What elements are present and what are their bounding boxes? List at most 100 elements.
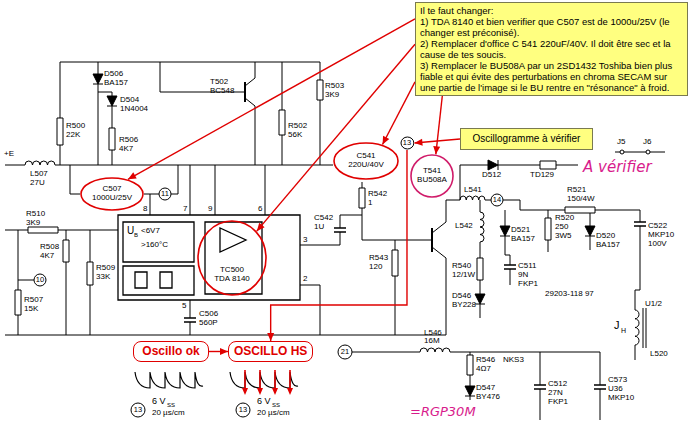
- test-point-circle: [491, 194, 503, 206]
- node-heading: C507: [102, 185, 121, 194]
- handwritten-note: =RGP30M: [410, 405, 476, 418]
- component-label: 4K7: [119, 145, 133, 153]
- waveform-spike-head: [242, 388, 293, 395]
- arrow-head: [414, 139, 422, 146]
- component-label: R503: [325, 82, 344, 90]
- node-text: 1) TDA 8140 et bien verifier que C507 es…: [420, 16, 683, 38]
- component-label: R520: [555, 214, 574, 222]
- component-label: R508: [40, 243, 59, 251]
- arrow-head: [257, 223, 265, 231]
- component-label: H: [621, 327, 626, 334]
- component-label: R507: [24, 296, 43, 304]
- component-label: BA157: [511, 235, 535, 243]
- component-label: 27U: [30, 179, 45, 187]
- waveform-spike: [245, 370, 290, 390]
- component-label: J6: [643, 138, 651, 146]
- component-label: D512: [482, 171, 501, 179]
- circle-outline: [334, 143, 398, 179]
- component-label: 100V: [648, 240, 667, 248]
- component-label: TD129: [530, 171, 554, 179]
- component-label: BY476: [476, 393, 500, 401]
- component-label: J5: [617, 138, 625, 146]
- wire: [5, 62, 665, 420]
- arrow-head: [128, 172, 137, 179]
- circle-outline: [198, 221, 266, 295]
- component-label: D504: [120, 96, 139, 104]
- component-label: 4Ω7: [476, 365, 491, 373]
- component-label: T502: [210, 78, 228, 86]
- component-label: 1U: [314, 223, 324, 231]
- component-label: R540: [452, 262, 471, 270]
- test-point-circle: [338, 345, 352, 359]
- ic-outline: [118, 215, 300, 300]
- component-label: 27N: [548, 389, 563, 397]
- component-label: <6V7: [141, 227, 160, 235]
- component-label: L546: [424, 329, 442, 337]
- callout-line: [271, 150, 407, 341]
- arrow-head: [267, 333, 274, 341]
- callout-line: [257, 44, 415, 231]
- component-label: MKP10: [648, 231, 674, 239]
- callout-arrow: [414, 139, 460, 146]
- node-text: TDA 8140: [214, 275, 250, 284]
- node-heading: T541: [423, 167, 441, 176]
- status-box: OSCILLO HS: [228, 341, 313, 362]
- waveform-ok: [135, 372, 203, 388]
- component-label: 29203-118 97: [545, 290, 594, 298]
- test-point-circle: [131, 403, 145, 417]
- node-text: Oscillo ok: [142, 344, 199, 358]
- component-label: R509: [96, 264, 115, 272]
- component-label: 6 V: [152, 397, 166, 406]
- component-label: 2: [303, 275, 307, 283]
- component-label: FKP1: [518, 280, 538, 288]
- component-label: 9N: [518, 271, 528, 279]
- component-label: 15K: [24, 305, 38, 313]
- callout-number: 14: [493, 196, 501, 204]
- highlight-circle: C541220U/40V: [333, 142, 399, 180]
- component-label: 120: [369, 263, 382, 271]
- component-label: 33K: [96, 273, 110, 281]
- arrow-head: [383, 136, 390, 145]
- component-label: U: [127, 226, 134, 236]
- highlight-circle: T541BU508A: [410, 154, 454, 198]
- component-label: R543: [369, 254, 388, 262]
- circle-outline: [411, 155, 453, 197]
- component-label: 20 µs/cm: [257, 409, 290, 417]
- component-label: J: [614, 320, 620, 331]
- callout-line: [383, 82, 416, 145]
- component-label: R521: [567, 186, 586, 194]
- callout-arrow: [267, 150, 407, 341]
- callout-line: [436, 96, 442, 154]
- component-label: D506: [104, 70, 123, 78]
- component-label: 20 µs/cm: [152, 409, 185, 417]
- callout-arrow: [209, 348, 228, 355]
- component-label: 3: [303, 236, 307, 244]
- callout-arrow: [383, 82, 416, 145]
- component-label: BC548: [210, 87, 234, 95]
- node-heading: TC500: [220, 266, 244, 275]
- component-label: R546: [476, 356, 495, 364]
- component-label: R506: [119, 136, 138, 144]
- component-label: R502: [288, 122, 307, 130]
- transistor-bar: [245, 82, 432, 252]
- coil-symbol: [25, 161, 646, 352]
- highlight-circle: C5071000U/25V: [80, 177, 144, 211]
- component-label: D547: [476, 384, 495, 392]
- component-label: D546: [452, 292, 471, 300]
- component-label: NKS3: [503, 356, 524, 364]
- node-text: BU508A: [417, 176, 447, 185]
- handwritten-note: A vérifier: [583, 160, 652, 175]
- callout-arrow: [257, 44, 415, 231]
- node-heading: C541: [356, 152, 375, 161]
- component-label: 150/4W: [567, 195, 595, 203]
- component-label: +E: [4, 150, 14, 158]
- component-label: BA157: [104, 79, 128, 87]
- test-point: 13: [400, 136, 415, 150]
- component-label: B: [134, 232, 138, 238]
- component-label: 6 V: [257, 397, 271, 406]
- component-label: 16M: [424, 337, 440, 345]
- component-label: SS: [272, 402, 280, 408]
- component-label: 3K9: [325, 91, 339, 99]
- connector-pin: [646, 150, 650, 154]
